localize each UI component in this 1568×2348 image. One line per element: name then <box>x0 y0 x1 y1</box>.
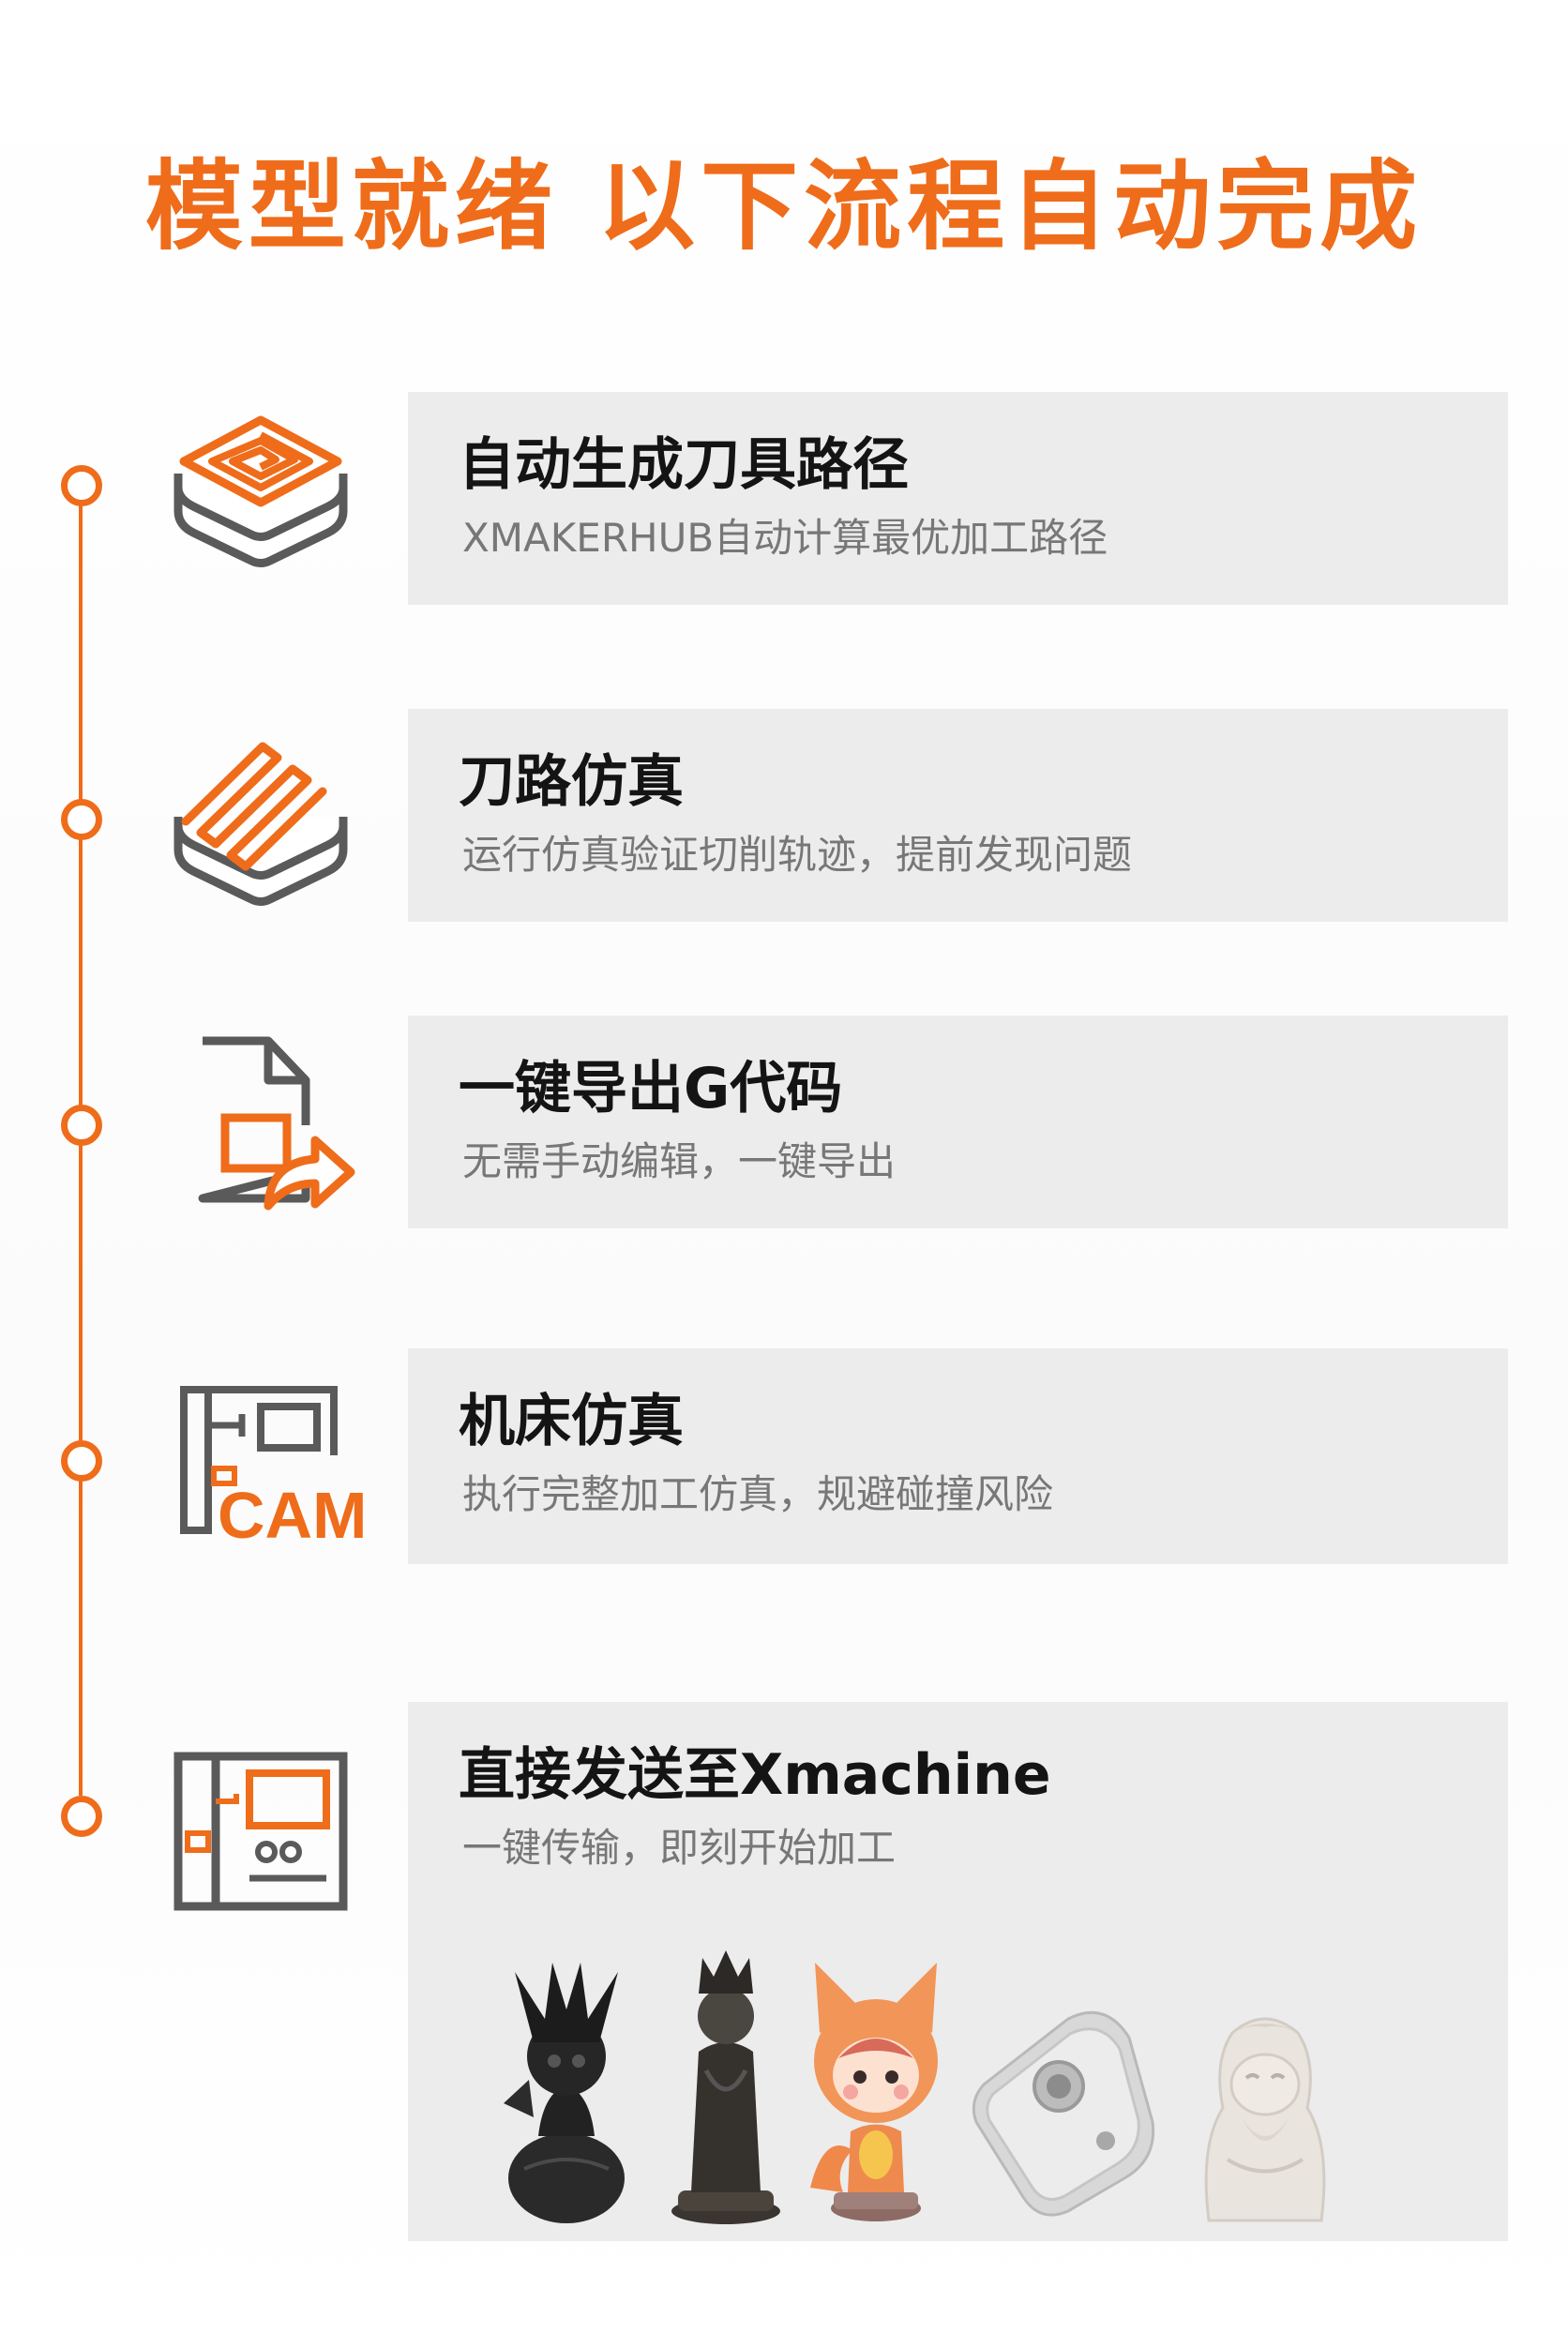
dragon-figurine-image <box>504 1963 625 2223</box>
export-file-icon <box>198 1036 355 1211</box>
step-card-1: 自动生成刀具路径 XMAKERHUB自动计算最优加工路径 <box>408 392 1508 605</box>
spiral-toolpath-icon <box>173 415 348 567</box>
step-card-3: 一键导出G代码 无需手动编辑，一键导出 <box>408 1016 1508 1228</box>
step-desc: 运行仿真验证切削轨迹，提前发现问题 <box>462 832 1133 878</box>
step-title: 自动生成刀具路径 <box>459 432 909 498</box>
step-title: 一键导出G代码 <box>459 1056 843 1121</box>
step-card-4: 机床仿真 执行完整加工仿真，规避碰撞风险 <box>408 1348 1508 1564</box>
buddha-figurine-image <box>1204 2017 1326 2222</box>
timeline-dot-1 <box>61 465 102 506</box>
step-card-5: 直接发送至Xmachine 一键传输，即刻开始加工 <box>408 1702 1508 2241</box>
product-gallery <box>487 1950 1434 2225</box>
queen-chess-figurine-image <box>671 1950 780 2224</box>
timeline-dot-4 <box>61 1440 102 1482</box>
step-title: 直接发送至Xmachine <box>459 1742 1051 1808</box>
page-title: 模型就绪 以下流程自动完成 <box>144 149 1424 263</box>
step-desc: XMAKERHUB自动计算最优加工路径 <box>462 515 1108 561</box>
timeline-dot-2 <box>61 799 102 840</box>
zigzag-toolpath-icon <box>173 742 348 906</box>
step-desc: 一键传输，即刻开始加工 <box>462 1825 897 1871</box>
timeline-dot-5 <box>61 1796 102 1837</box>
aluminum-part-image <box>972 2010 1155 2217</box>
timeline-dot-3 <box>61 1105 102 1146</box>
cam-machine-icon: CAM <box>180 1386 364 1552</box>
timeline-line <box>79 497 83 1796</box>
machine-send-icon <box>173 1752 348 1911</box>
svg-text:CAM: CAM <box>218 1479 364 1552</box>
step-title: 刀路仿真 <box>459 749 684 815</box>
step-card-2: 刀路仿真 运行仿真验证切削轨迹，提前发现问题 <box>408 709 1508 922</box>
step-title: 机床仿真 <box>459 1389 684 1454</box>
step-desc: 无需手动编辑，一键导出 <box>462 1138 897 1184</box>
fox-girl-figurine-image <box>810 1963 938 2221</box>
step-desc: 执行完整加工仿真，规避碰撞风险 <box>462 1471 1054 1517</box>
